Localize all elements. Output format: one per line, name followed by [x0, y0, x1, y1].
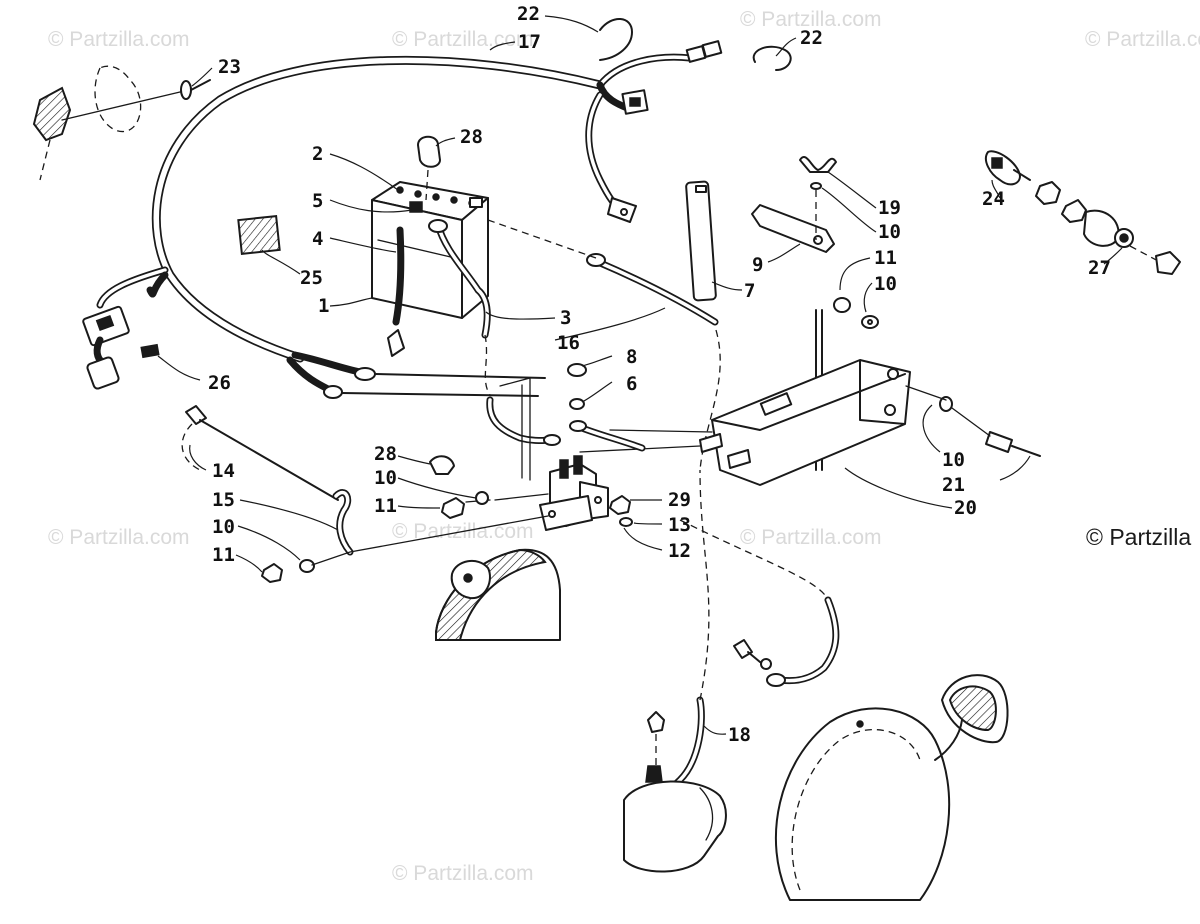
right-fasteners — [833, 297, 879, 329]
callout-8: 8 — [626, 346, 637, 368]
callout-10: 10 — [874, 273, 897, 295]
callout-3: 3 — [560, 307, 571, 329]
callout-19: 19 — [878, 197, 901, 219]
callout-20: 20 — [954, 497, 977, 519]
watermark: © Partzilla.com — [392, 862, 534, 885]
wiring-harness — [82, 40, 723, 399]
fuse — [140, 343, 160, 359]
callout-28: 28 — [374, 443, 397, 465]
callout-22: 22 — [517, 3, 540, 25]
callout-22: 22 — [800, 27, 823, 49]
callout-2: 2 — [312, 143, 323, 165]
callout-15: 15 — [212, 489, 235, 511]
callout-26: 26 — [208, 372, 231, 394]
copyright-label: © Partzilla — [1086, 524, 1191, 550]
callout-21: 21 — [942, 474, 965, 496]
battery-tray — [579, 359, 911, 486]
watermark: © Partzilla.com — [392, 28, 534, 51]
solenoid-cables — [486, 363, 646, 481]
retainer-clips — [599, 18, 792, 71]
engine-housing-left — [435, 548, 561, 641]
tray-bolt — [905, 385, 1041, 457]
callout-6: 6 — [626, 373, 637, 395]
callout-29: 29 — [668, 489, 691, 511]
leader-lines — [157, 15, 1123, 735]
watermark: © Partzilla.com — [1085, 28, 1200, 51]
callout-9: 9 — [752, 254, 763, 276]
battery-decal — [237, 215, 281, 255]
callout-16: 16 — [557, 332, 580, 354]
ground-bolt-assembly — [181, 405, 549, 583]
watermark: © Partzilla.com — [740, 526, 882, 549]
left-mount-bracket — [32, 65, 211, 181]
callout-labels: 22 17 22 23 28 2 5 4 1 25 3 16 7 9 19 10… — [208, 3, 1111, 746]
callout-23: 23 — [218, 56, 241, 78]
callout-13: 13 — [668, 514, 691, 536]
callout-17: 17 — [518, 31, 541, 53]
watermark: © Partzilla.com — [48, 28, 190, 51]
engine-housing-right — [774, 674, 1009, 901]
solenoid-fasteners — [429, 455, 633, 527]
callout-27: 27 — [1088, 257, 1111, 279]
callout-10: 10 — [878, 221, 901, 243]
callout-28: 28 — [460, 126, 483, 148]
callout-10: 10 — [942, 449, 965, 471]
watermark: © Partzilla.com — [740, 8, 882, 31]
callout-14: 14 — [212, 460, 235, 482]
callout-1: 1 — [318, 295, 329, 317]
callout-11: 11 — [374, 495, 397, 517]
starter-solenoid — [465, 455, 609, 531]
terminal-boot — [417, 135, 441, 201]
callout-18: 18 — [728, 724, 751, 746]
callout-24: 24 — [982, 188, 1005, 210]
battery — [371, 181, 489, 357]
callout-25: 25 — [300, 267, 323, 289]
key-switch-assembly — [984, 150, 1181, 275]
callout-10: 10 — [212, 516, 235, 538]
callout-12: 12 — [668, 540, 691, 562]
hold-down-strap — [685, 180, 717, 302]
callout-11: 11 — [212, 544, 235, 566]
watermark-layer: © Partzilla.com © Partzilla.com © Partzi… — [48, 8, 1200, 885]
callout-11: 11 — [874, 247, 897, 269]
callout-10: 10 — [374, 467, 397, 489]
callout-5: 5 — [312, 190, 323, 212]
watermark: © Partzilla.com — [48, 526, 190, 549]
callout-7: 7 — [744, 280, 755, 302]
battery-cables — [428, 219, 721, 471]
starter-motor — [623, 765, 727, 873]
callout-4: 4 — [312, 228, 323, 250]
